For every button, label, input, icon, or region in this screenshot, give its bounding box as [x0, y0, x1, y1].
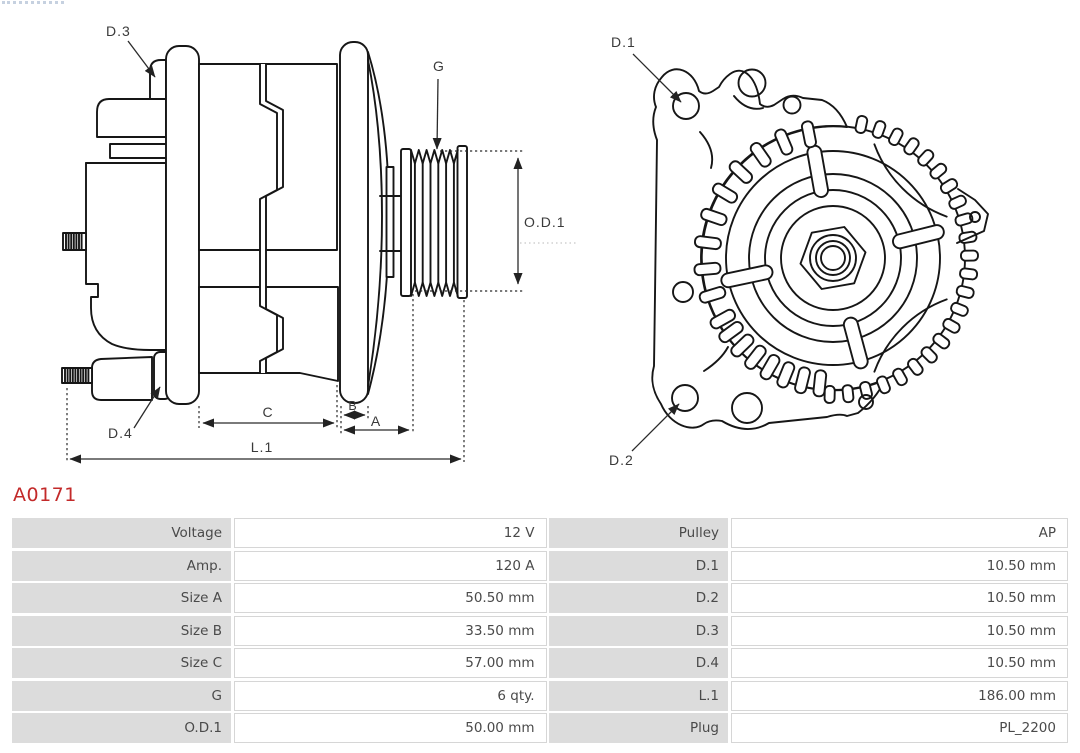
specifications-table: Voltage 12 V Pulley AP Amp. 120 A D.1 10…: [12, 518, 1068, 743]
mount-hole-d1: [672, 92, 700, 120]
spec-value-cell: 50.00 mm: [233, 713, 547, 743]
spec-value-cell: 10.50 mm: [730, 583, 1068, 613]
spec-label-cell: Plug: [549, 713, 728, 743]
spec-value-cell: 6 qty.: [233, 680, 547, 711]
spec-value-cell: 10.50 mm: [730, 615, 1068, 646]
spec-value-cell: 33.50 mm: [233, 615, 547, 646]
dim-label-od1: O.D.1: [524, 214, 566, 230]
alternator-technical-diagram: D.3 D.4 G O.D.1 C B A L.1 D.1 D.2: [61, 23, 989, 468]
front-view: [651, 68, 989, 430]
spec-value-cell: AP: [730, 518, 1068, 548]
cooling-fin-teeth: [823, 115, 979, 404]
leader-d3: [127, 40, 156, 78]
spec-value-cell: 120 A: [233, 550, 547, 581]
spec-value-cell: 50.50 mm: [233, 583, 547, 613]
pulley-right-flange: [456, 145, 468, 299]
spec-label-cell: Size B: [12, 615, 231, 646]
spec-label-cell: Voltage: [12, 518, 231, 548]
stator-body-lower: [198, 286, 339, 382]
rear-bracket-band: [165, 45, 200, 405]
stator-body-upper: [198, 63, 338, 251]
spec-label-cell: L.1: [549, 680, 728, 711]
fan-spokes: [720, 144, 945, 370]
leader-g: [432, 78, 442, 150]
dim-label-d1: D.1: [611, 34, 636, 50]
part-number-title: A0171: [13, 484, 77, 506]
pulley-left-flange: [400, 148, 412, 297]
dim-label-a: A: [371, 413, 381, 429]
rubber-boot: [91, 356, 153, 401]
spec-value-cell: 12 V: [233, 518, 547, 548]
spec-label-cell: D.2: [549, 583, 728, 613]
dim-label-d4: D.4: [108, 425, 133, 441]
dimension-annotations: D.3 D.4 G O.D.1 C B A L.1 D.1 D.2: [66, 23, 682, 468]
shaft-washer: [385, 166, 395, 278]
spec-label-cell: Pulley: [549, 518, 728, 548]
side-view: [61, 41, 468, 405]
leader-d1: [632, 53, 682, 103]
rear-housing: [85, 162, 167, 351]
dim-label-g: G: [433, 58, 445, 74]
spec-label-cell: O.D.1: [12, 713, 231, 743]
dim-label-d3: D.3: [106, 23, 131, 39]
dim-label-l1: L.1: [251, 439, 273, 455]
scan-edge-artifact: [2, 1, 64, 4]
spec-label-cell: Size A: [12, 583, 231, 613]
vent-slots: [693, 120, 828, 398]
rear-housing-top: [96, 98, 167, 138]
drive-bracket-band: [339, 41, 369, 404]
spec-value-cell: 10.50 mm: [730, 648, 1068, 678]
mount-hole-d2: [671, 384, 699, 412]
spec-label-cell: D.1: [549, 550, 728, 581]
spec-label-cell: G: [12, 680, 231, 711]
spec-value-cell: PL_2200: [730, 713, 1068, 743]
spec-value-cell: 57.00 mm: [233, 648, 547, 678]
spec-value-cell: 10.50 mm: [730, 550, 1068, 581]
regulator-tab: [956, 188, 989, 244]
thread-hatching: [64, 233, 90, 383]
leader-d2: [631, 403, 680, 452]
spec-label-cell: Amp.: [12, 550, 231, 581]
pulley-grooves: [410, 149, 459, 297]
leader-d4: [133, 386, 161, 429]
spec-label-cell: D.4: [549, 648, 728, 678]
dim-label-c: C: [262, 404, 273, 420]
dim-label-d2: D.2: [609, 452, 634, 468]
spec-label-cell: D.3: [549, 615, 728, 646]
spec-value-cell: 186.00 mm: [730, 680, 1068, 711]
spec-label-cell: Size C: [12, 648, 231, 678]
dim-label-b: B: [348, 399, 357, 413]
